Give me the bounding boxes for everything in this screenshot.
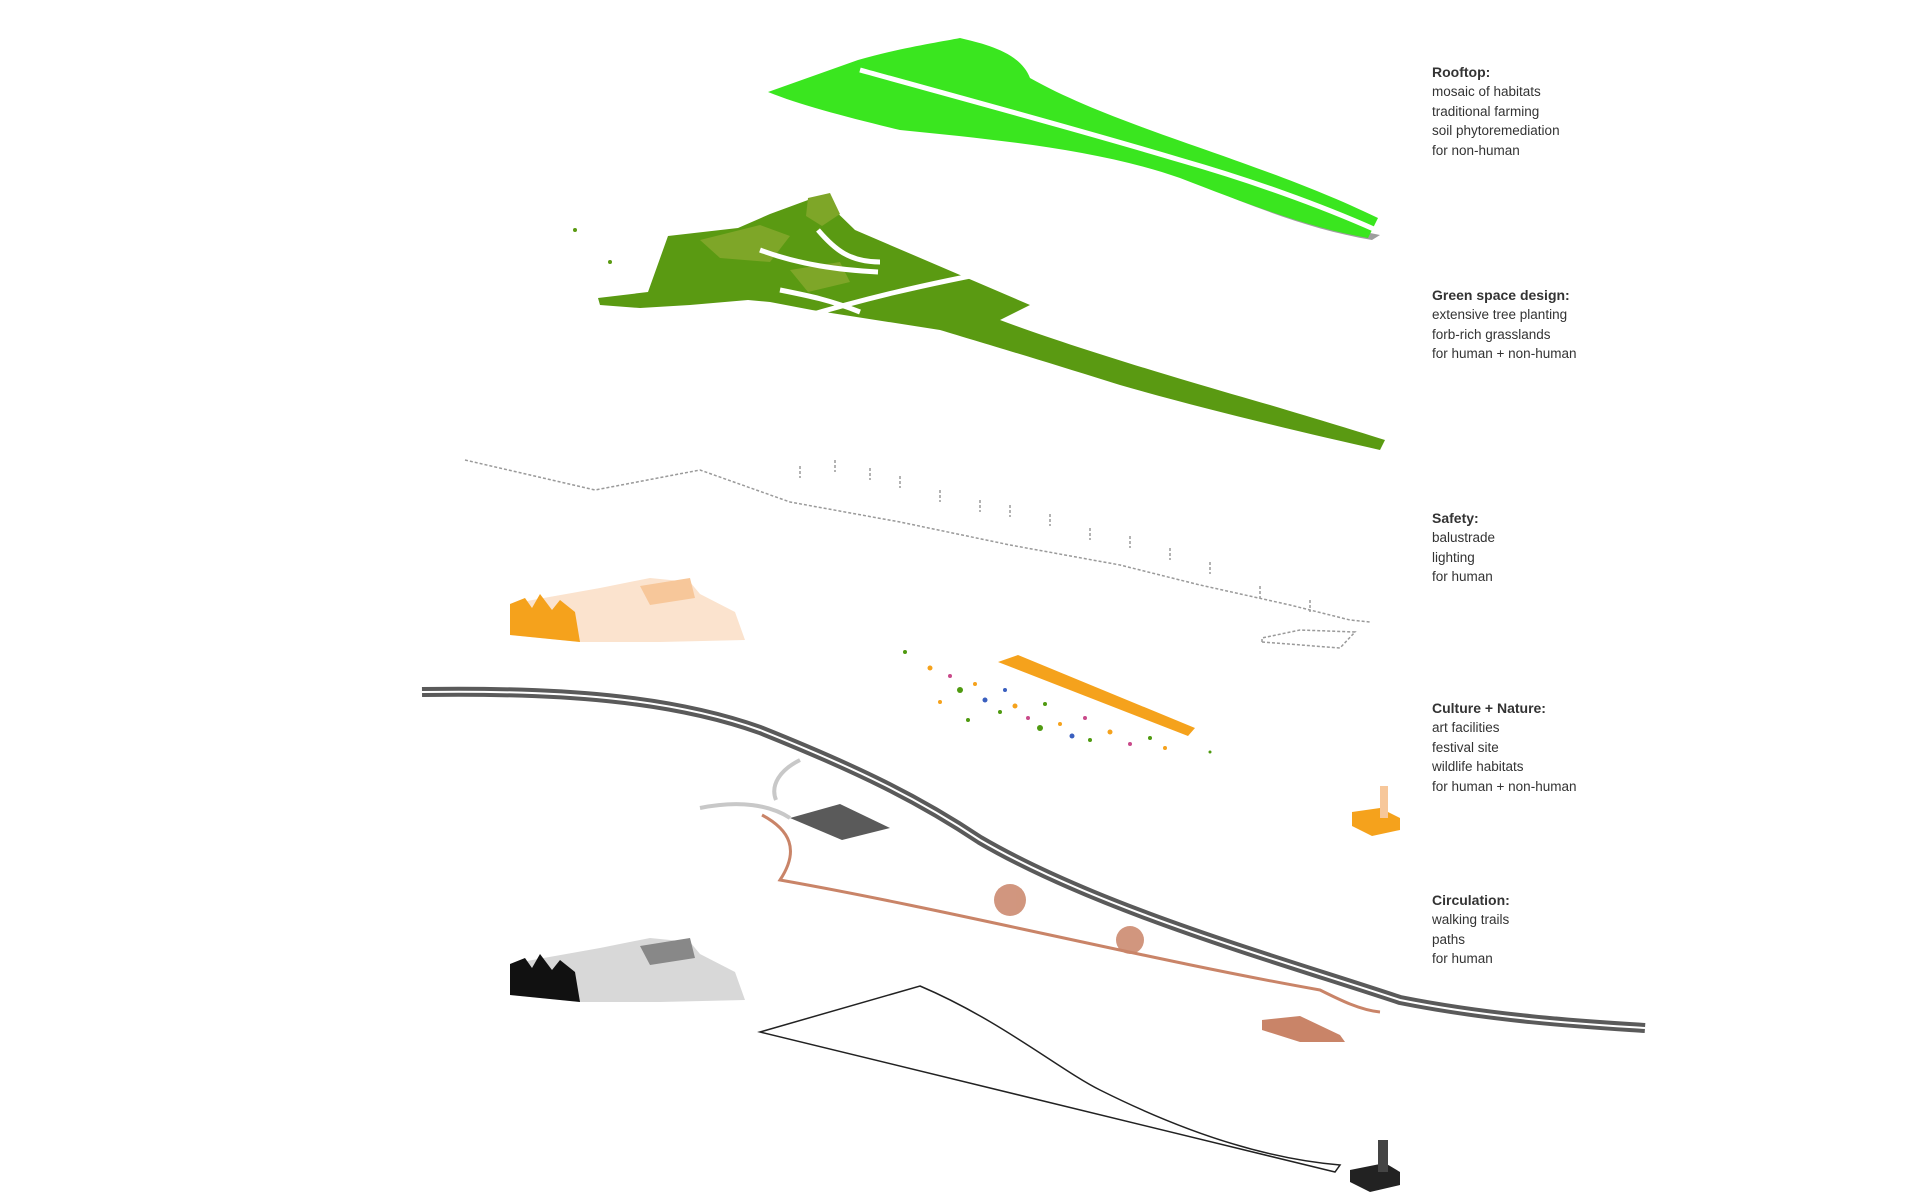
legend-title: Circulation: xyxy=(1432,892,1510,908)
building-upper xyxy=(510,578,745,642)
green-space-dots xyxy=(573,228,1361,441)
legend-title: Safety: xyxy=(1432,510,1479,526)
safety-layer xyxy=(464,459,1371,649)
legend-item: soil phytoremediation xyxy=(1432,123,1560,139)
legend-title: Culture + Nature: xyxy=(1432,700,1546,716)
legend-item: lighting xyxy=(1432,549,1475,565)
plaza xyxy=(1262,1016,1345,1042)
legend-item: mosaic of habitats xyxy=(1432,84,1541,99)
legend-title: Green space design: xyxy=(1432,287,1570,303)
circulation-layer xyxy=(421,686,1646,1042)
legend-item: forb-rich grasslands xyxy=(1432,326,1551,342)
chimney-upper xyxy=(1352,786,1400,836)
rooftop-path xyxy=(859,67,1378,233)
legend-item: wildlife habitats xyxy=(1432,759,1524,775)
balustrade-loop xyxy=(1261,629,1357,649)
building-lower-roof xyxy=(640,938,695,965)
green-space-main xyxy=(598,196,1385,450)
legend-item: balustrade xyxy=(1432,530,1496,545)
legend-item: for non-human xyxy=(1432,142,1520,158)
building-lower xyxy=(510,938,745,1002)
legend-culture-nature: Culture + Nature: art facilities festiva… xyxy=(1432,698,1832,796)
legend-item: extensive tree planting xyxy=(1432,307,1568,322)
legend-title: Rooftop: xyxy=(1432,64,1491,80)
main-road-inner xyxy=(421,690,1646,1029)
culture-nature-layer xyxy=(903,650,1400,836)
building-upper-front xyxy=(510,594,580,642)
roundabout-paths xyxy=(699,758,801,820)
wildlife-habitat-scatter xyxy=(903,650,1212,754)
legend-item: for human xyxy=(1432,569,1493,585)
legend-rooftop: Rooftop: mosaic of habitats traditional … xyxy=(1432,62,1832,160)
rooftop-green-surface xyxy=(768,38,1378,238)
site-boundary xyxy=(757,985,1342,1173)
legend-item: for human + non-human xyxy=(1432,778,1577,794)
parking-lot xyxy=(790,804,890,840)
legend-item: art facilities xyxy=(1432,720,1500,735)
legend-green-space: Green space design: extensive tree plant… xyxy=(1432,285,1832,364)
legend-item: walking trails xyxy=(1432,912,1510,927)
trail-nodes xyxy=(994,884,1144,954)
building-upper-side xyxy=(640,578,695,605)
legend-item: festival site xyxy=(1432,739,1499,755)
festival-strip xyxy=(998,655,1195,736)
chimney-lower xyxy=(1350,1140,1400,1192)
legend-safety: Safety: balustrade lighting for human xyxy=(1432,508,1832,587)
legend-item: for human + non-human xyxy=(1432,346,1577,362)
legend-item: for human xyxy=(1432,951,1493,967)
legend-item: traditional farming xyxy=(1432,103,1540,119)
building-lower-front xyxy=(510,954,580,1002)
rooftop-layer xyxy=(768,38,1380,240)
lighting-poles xyxy=(799,460,1311,612)
site-outline-layer xyxy=(757,985,1400,1192)
legend-item: paths xyxy=(1432,931,1466,947)
walking-trail xyxy=(761,813,1381,1014)
green-space-paths xyxy=(759,228,1013,321)
green-space-layer xyxy=(573,193,1385,450)
legend-circulation: Circulation: walking trails paths for hu… xyxy=(1432,890,1832,969)
